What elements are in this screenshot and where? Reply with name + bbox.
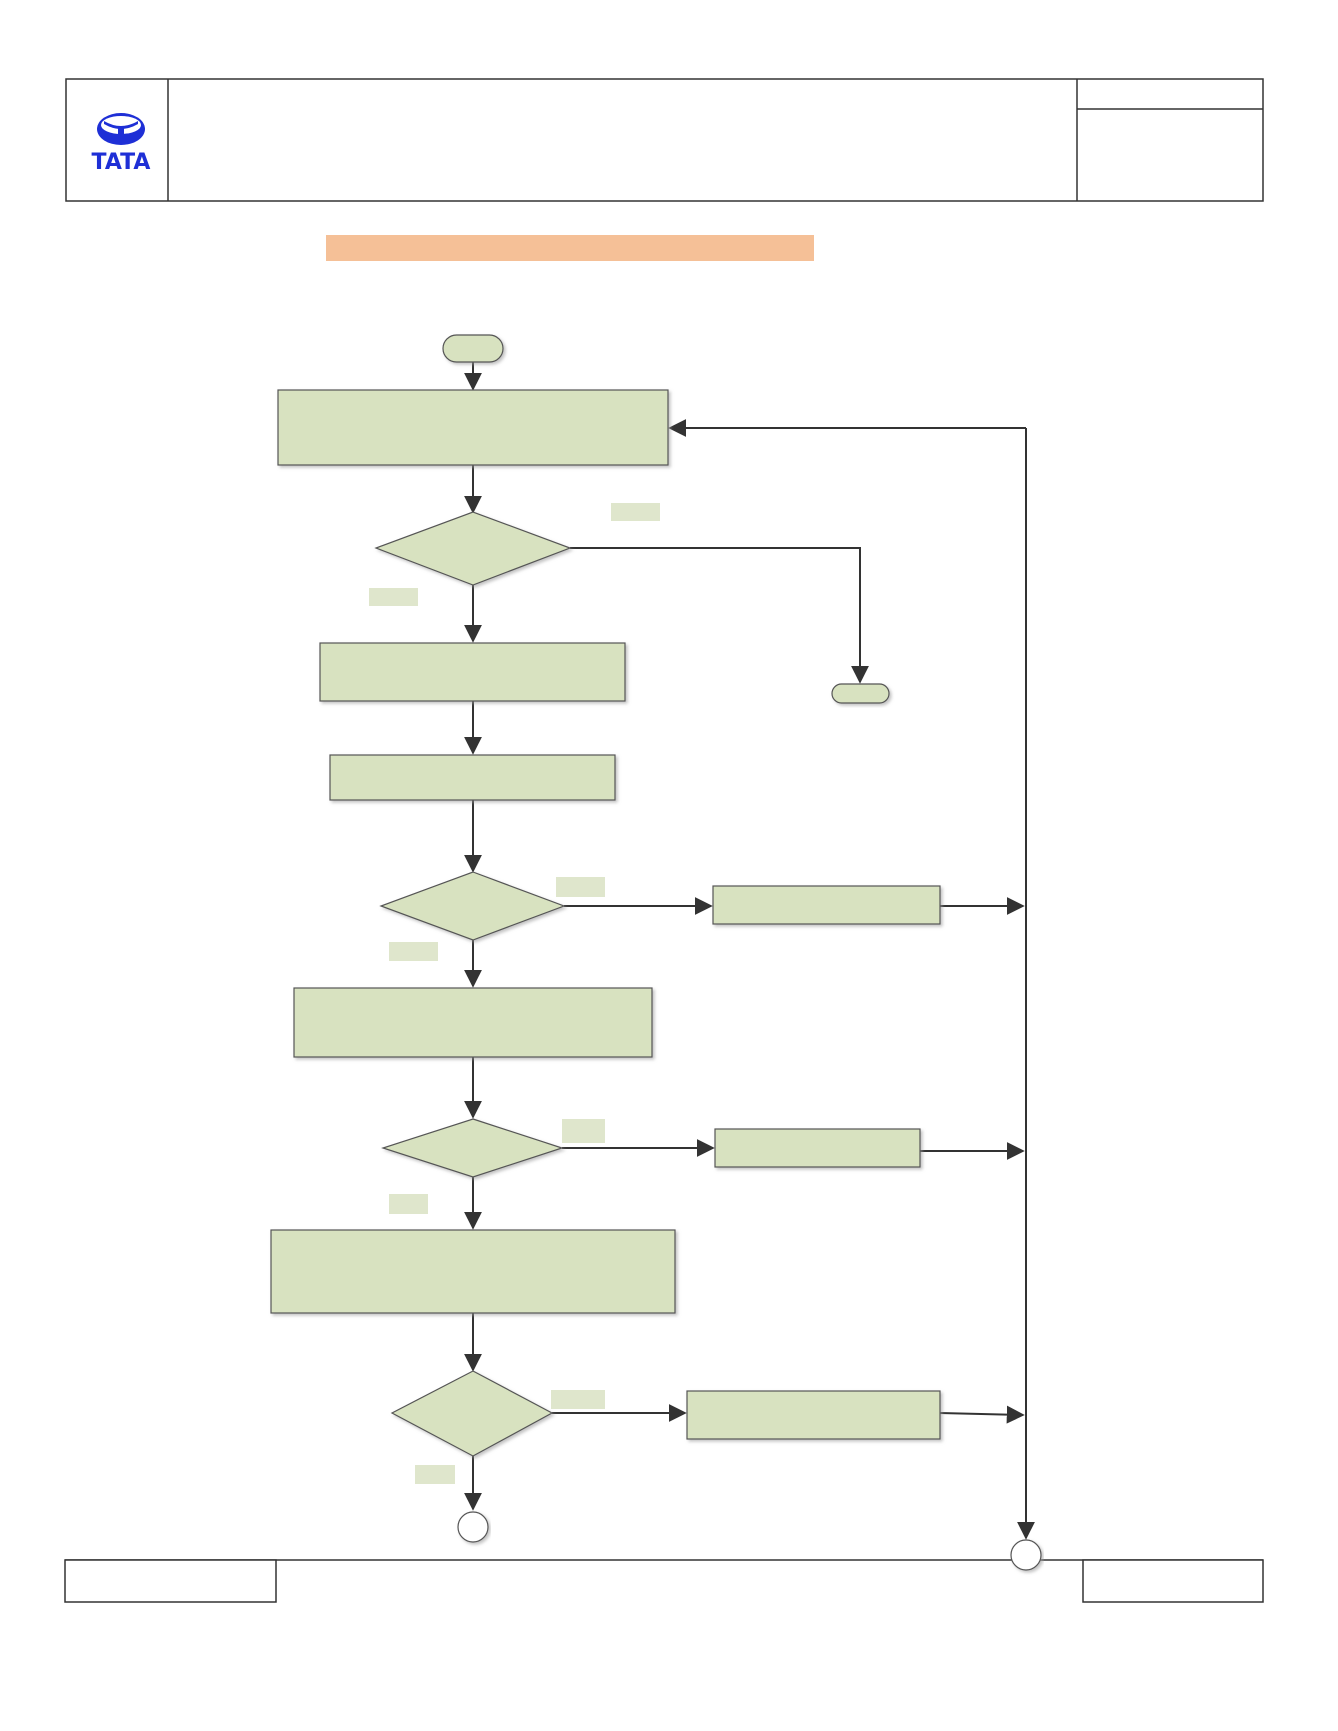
logo-wordmark: TATA — [91, 150, 151, 175]
connector-main — [457, 1511, 489, 1543]
edge-label-2-right — [556, 877, 605, 897]
decision-3 — [381, 1118, 564, 1178]
process-box-3 — [329, 754, 616, 801]
edge-label-tags — [369, 503, 660, 1484]
footer-block — [64, 1559, 1264, 1603]
flow-line — [570, 547, 869, 684]
process-box-4 — [293, 987, 653, 1058]
title-bar — [326, 235, 814, 261]
side-process-box-2 — [714, 1128, 921, 1168]
process-box-2 — [319, 642, 626, 702]
start-terminator — [442, 334, 504, 363]
edge-label-2-down — [389, 942, 438, 961]
decision-2 — [379, 871, 566, 941]
edge-label-3-down — [389, 1194, 428, 1214]
edge-label-4-right — [551, 1390, 605, 1409]
side-process-box-3 — [686, 1390, 941, 1440]
connector-loop — [1010, 1539, 1042, 1571]
tata-logo-icon — [97, 113, 145, 145]
edge-label-3-right — [562, 1119, 605, 1143]
connector-lines — [464, 362, 1035, 1540]
decision-1 — [374, 511, 572, 586]
decision-4 — [390, 1370, 554, 1457]
side-process-box-1 — [712, 885, 941, 925]
flow-line — [939, 1405, 1025, 1424]
edge-label-4-down — [415, 1465, 455, 1484]
end-terminator — [831, 683, 890, 704]
header-block — [65, 78, 1264, 202]
process-box-5 — [270, 1229, 676, 1314]
edge-label-1-right — [611, 503, 660, 521]
process-box-1 — [277, 389, 669, 466]
edge-label-1-down — [369, 588, 418, 606]
